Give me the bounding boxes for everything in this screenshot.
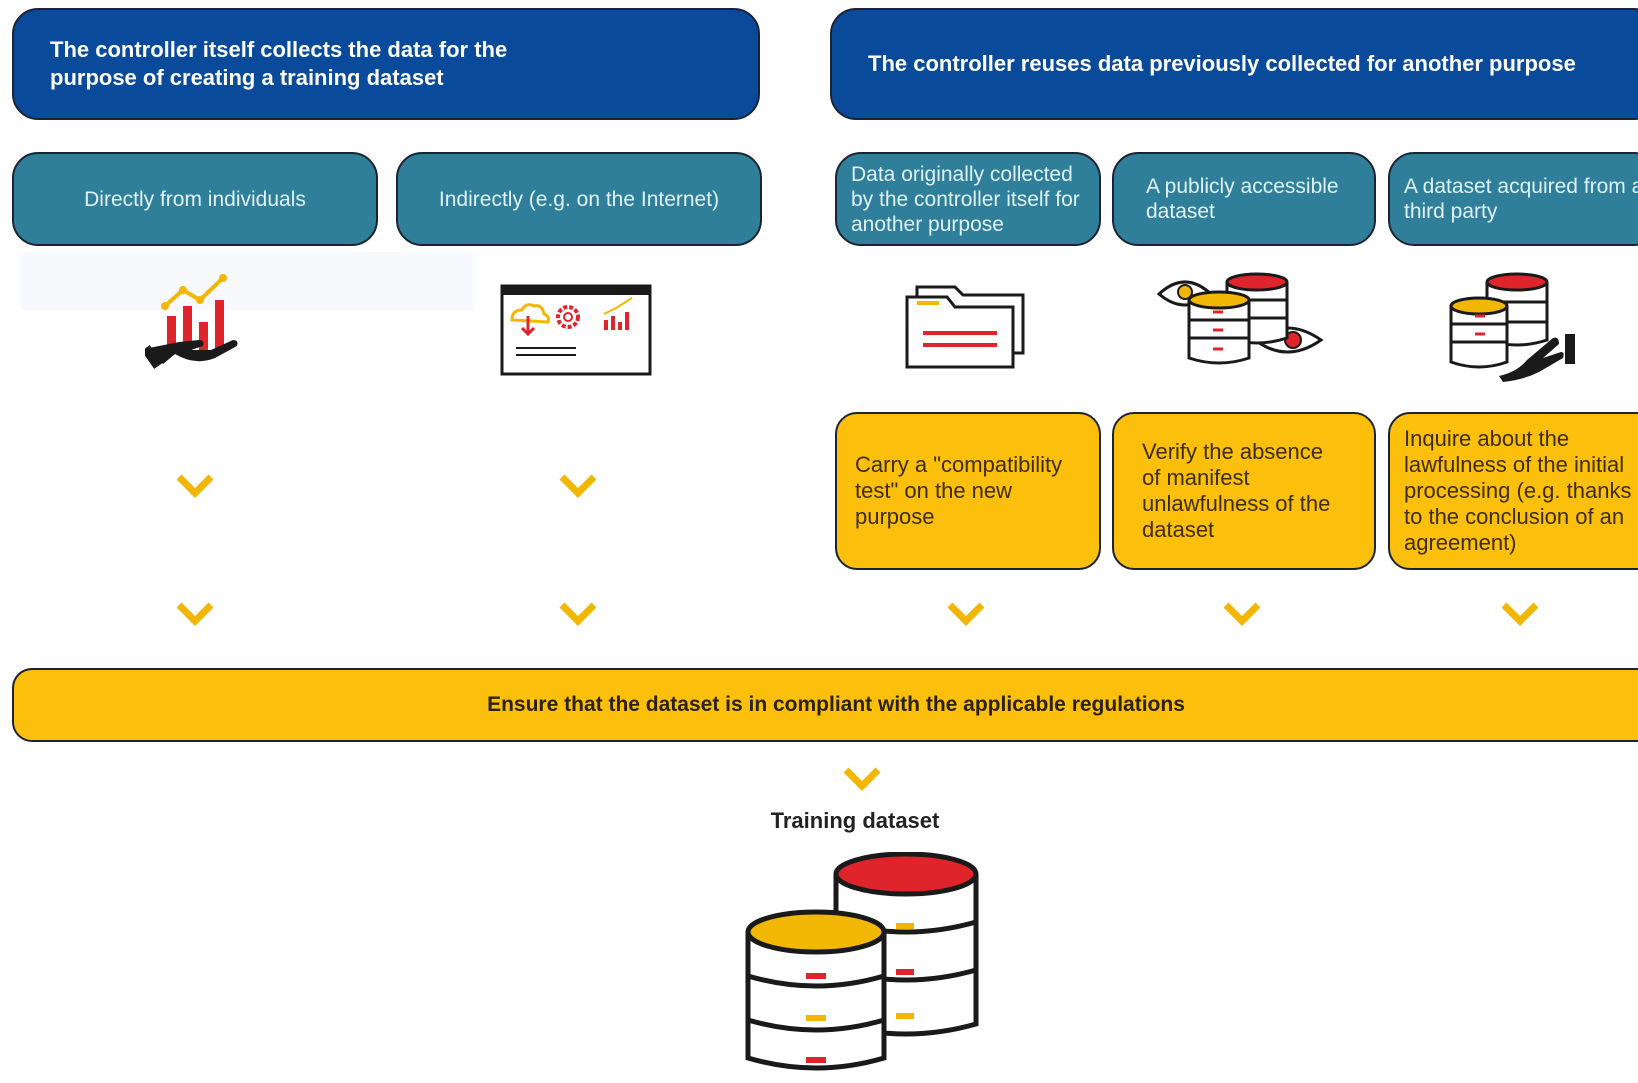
compliance-text: Ensure that the dataset is in compliant … (487, 693, 1185, 716)
source-third-party-label: A dataset acquired from a third party (1404, 175, 1638, 223)
result-title: Training dataset (770, 808, 940, 833)
folder-icon (905, 285, 1025, 369)
hand-chart-icon (145, 274, 238, 369)
header-own-collection: The controller itself collects the data … (12, 8, 760, 120)
chevron-down-icon (176, 602, 214, 626)
header-own-collection-text: The controller itself collects the data … (50, 37, 508, 90)
chevron-down-icon (1223, 602, 1261, 626)
source-public-label: A publicly accessible dataset (1146, 175, 1339, 223)
action-verify-text: Verify the absence of manifest unlawfuln… (1142, 439, 1331, 542)
database-stack-icon (745, 852, 979, 1071)
action-compatibility-text: Carry a "compatibility test" on the new … (855, 452, 1063, 529)
chevron-down-icon (843, 767, 881, 791)
chevron-down-icon (1501, 602, 1539, 626)
source-original: Data originally collected by the control… (835, 152, 1101, 246)
header-reuse-text: The controller reuses data previously co… (868, 51, 1576, 76)
header-reuse: The controller reuses data previously co… (830, 8, 1638, 120)
web-dashboard-icon (500, 284, 652, 376)
action-verify-lawfulness: Verify the absence of manifest unlawfuln… (1112, 412, 1376, 570)
source-public: A publicly accessible dataset (1112, 152, 1376, 246)
chevron-down-icon (559, 474, 597, 498)
eye-database-icon (1156, 272, 1324, 365)
hand-database-icon (1449, 272, 1575, 382)
chevron-down-icon (176, 474, 214, 498)
faded-caption-area (20, 252, 475, 310)
action-inquire-lawfulness: Inquire about the lawfulness of the init… (1388, 412, 1638, 570)
source-indirect-label: Indirectly (e.g. on the Internet) (438, 187, 720, 211)
source-original-label: Data originally collected by the control… (851, 162, 1080, 236)
action-compatibility-test: Carry a "compatibility test" on the new … (835, 412, 1101, 570)
source-direct: Directly from individuals (12, 152, 378, 246)
compliance-bar: Ensure that the dataset is in compliant … (12, 668, 1638, 742)
source-third-party: A dataset acquired from a third party (1388, 152, 1638, 246)
source-direct-label: Directly from individuals (84, 187, 306, 211)
chevron-down-icon (947, 602, 985, 626)
action-inquire-text: Inquire about the lawfulness of the init… (1404, 426, 1632, 555)
source-indirect: Indirectly (e.g. on the Internet) (396, 152, 762, 246)
chevron-down-icon (559, 602, 597, 626)
